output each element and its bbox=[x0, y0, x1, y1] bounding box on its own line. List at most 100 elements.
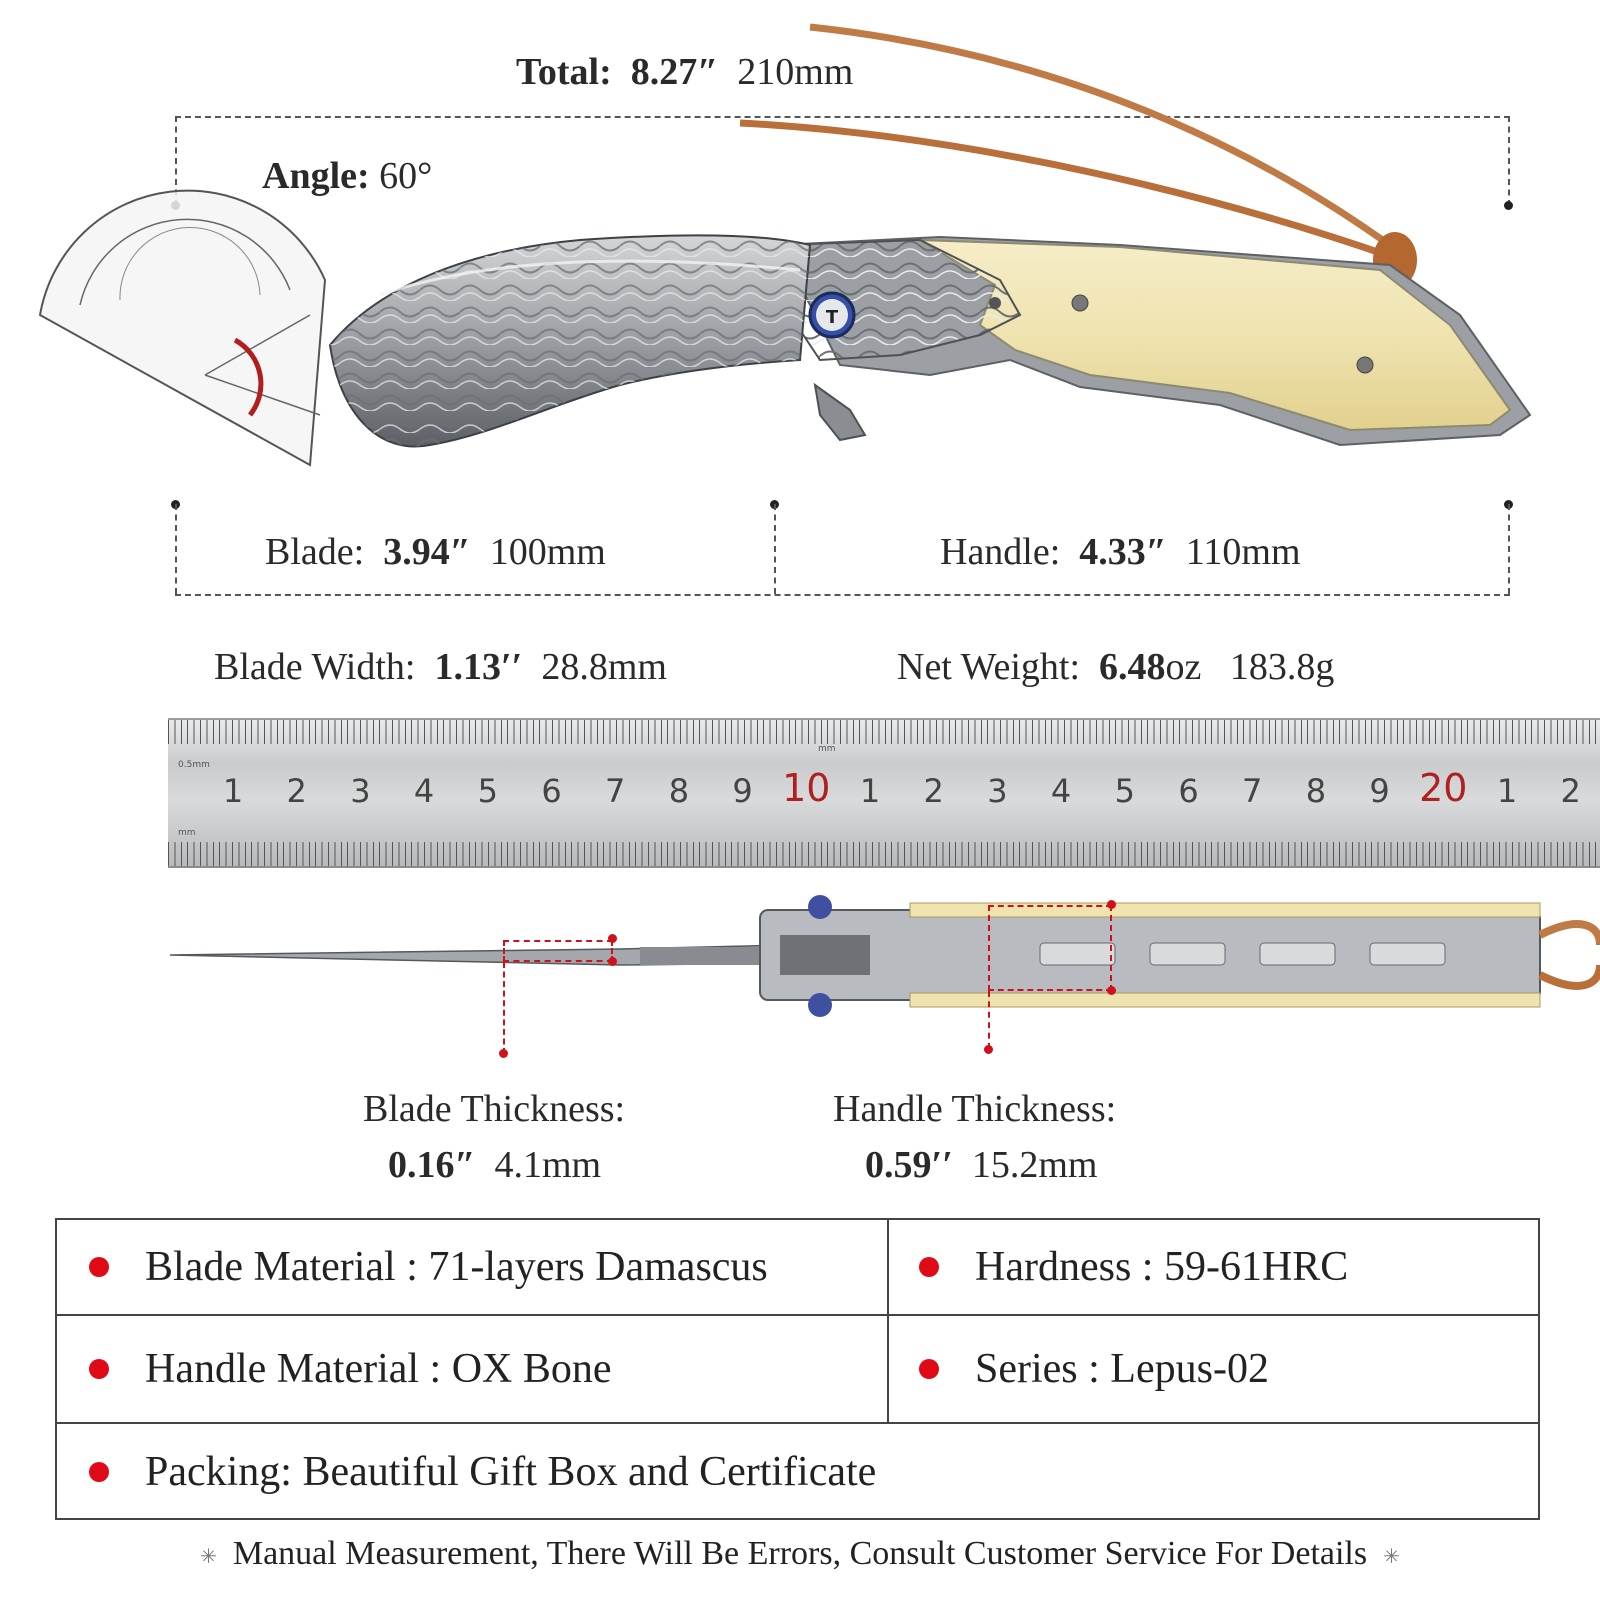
blade-material-text: Blade Material : 71-layers Damascus bbox=[145, 1244, 768, 1290]
handle-thickness-dot-end bbox=[984, 1045, 993, 1054]
footer-text: Manual Measurement, There Will Be Errors… bbox=[232, 1535, 1368, 1572]
blade-thickness-box bbox=[503, 940, 613, 962]
footer-note: ✳ Manual Measurement, There Will Be Error… bbox=[0, 1535, 1600, 1573]
blade-thickness-leader bbox=[503, 962, 505, 1054]
blade-left-tick bbox=[175, 504, 177, 594]
handle-label: Handle: bbox=[940, 531, 1061, 573]
blade-thickness-inch: 0.16″ bbox=[388, 1144, 476, 1186]
bullet-icon bbox=[89, 1257, 109, 1277]
ruler-number: 7 bbox=[605, 772, 626, 810]
ruler-number: 2 bbox=[286, 772, 307, 810]
spec-cell-hardness: Hardness : 59-61HRC bbox=[887, 1220, 1538, 1314]
angle-spec: Angle: 60° bbox=[262, 154, 432, 198]
ruler-number: 1 bbox=[859, 772, 881, 810]
ruler-number: 3 bbox=[350, 772, 371, 810]
spec-cell-blade-material: Blade Material : 71-layers Damascus bbox=[57, 1220, 887, 1314]
knife-top-view bbox=[169, 895, 1600, 1017]
bullet-icon bbox=[919, 1257, 939, 1277]
ruler-number: 1 bbox=[1496, 772, 1518, 810]
blade-mm: 100mm bbox=[489, 531, 606, 573]
blade-label: Blade: bbox=[265, 531, 365, 573]
angle-label: Angle: bbox=[262, 155, 370, 197]
total-left-tick bbox=[175, 116, 177, 206]
ruler-ticks-top bbox=[168, 720, 1600, 760]
total-label: Total: bbox=[516, 51, 612, 93]
blade-thickness-mm: 4.1mm bbox=[494, 1144, 602, 1186]
ruler-unit-top: 0.5mm bbox=[178, 760, 210, 770]
blade-thickness-dot-bottom bbox=[608, 957, 617, 966]
ruler-number: 6 bbox=[1178, 772, 1199, 810]
handle-mm: 110mm bbox=[1185, 531, 1301, 573]
blade-thickness-dot-end bbox=[499, 1049, 508, 1058]
series-text: Series : Lepus-02 bbox=[975, 1346, 1269, 1392]
blade-handle-dimension-line bbox=[175, 594, 1510, 596]
star-icon: ✳ bbox=[200, 1545, 217, 1568]
ruler-number: 4 bbox=[413, 772, 435, 810]
handle-thickness-dot-top bbox=[1107, 900, 1116, 909]
blade-width-inch: 1.13′′ bbox=[434, 646, 523, 688]
ruler-number: 2 bbox=[923, 772, 944, 810]
angle-value: 60° bbox=[379, 155, 433, 197]
ruler-number: 8 bbox=[668, 772, 690, 810]
ruler-number: 2 bbox=[1560, 772, 1581, 810]
handle-thickness-mm: 15.2mm bbox=[971, 1144, 1098, 1186]
handle-thickness-values: 0.59′′ 15.2mm bbox=[865, 1143, 1098, 1187]
handle-thickness-inch: 0.59′′ bbox=[865, 1144, 953, 1186]
total-inch: 8.27″ bbox=[630, 51, 719, 93]
handle-material-text: Handle Material : OX Bone bbox=[145, 1346, 612, 1392]
total-right-tick bbox=[1508, 116, 1510, 206]
star-icon: ✳ bbox=[1383, 1545, 1400, 1568]
bullet-icon bbox=[89, 1359, 109, 1379]
spec-row-2: Handle Material : OX Bone Series : Lepus… bbox=[57, 1316, 1538, 1424]
net-weight-grams: 183.8g bbox=[1229, 646, 1335, 688]
blade-thickness-values: 0.16″ 4.1mm bbox=[388, 1143, 601, 1187]
spec-cell-handle-material: Handle Material : OX Bone bbox=[57, 1316, 887, 1422]
ruler-number: 7 bbox=[1242, 772, 1263, 810]
blade-width: Blade Width: 1.13′′ 28.8mm bbox=[214, 645, 667, 689]
handle-right-tick bbox=[1508, 504, 1510, 594]
hardness-text: Hardness : 59-61HRC bbox=[975, 1244, 1349, 1290]
ruler-number: 10 bbox=[782, 766, 831, 810]
ruler-number: 5 bbox=[1114, 772, 1135, 810]
ruler-number: 5 bbox=[477, 772, 498, 810]
handle-thickness-box bbox=[988, 905, 1112, 991]
ruler-number: 8 bbox=[1305, 772, 1327, 810]
handle-length: Handle: 4.33″ 110mm bbox=[940, 530, 1301, 574]
ruler-number: 9 bbox=[732, 772, 753, 810]
ruler-unit-bottom: mm bbox=[178, 828, 196, 838]
packing-text: Packing: Beautiful Gift Box and Certific… bbox=[145, 1449, 877, 1495]
blade-width-label: Blade Width: bbox=[214, 646, 416, 688]
ruler-number: 6 bbox=[541, 772, 562, 810]
blade-width-mm: 28.8mm bbox=[541, 646, 667, 688]
brand-logo-icon: T bbox=[826, 307, 839, 328]
spec-row-3: Packing: Beautiful Gift Box and Certific… bbox=[57, 1424, 1538, 1520]
handle-thickness-dot-bottom bbox=[1107, 986, 1116, 995]
blade-thickness-dot-top bbox=[608, 934, 617, 943]
total-length: Total: 8.27″ 210mm bbox=[516, 50, 853, 94]
ruler-number: 1 bbox=[222, 772, 244, 810]
protractor-icon bbox=[38, 189, 327, 467]
blade-inch: 3.94″ bbox=[383, 531, 471, 573]
spec-cell-packing: Packing: Beautiful Gift Box and Certific… bbox=[57, 1424, 1538, 1520]
spec-cell-series: Series : Lepus-02 bbox=[887, 1316, 1538, 1422]
net-weight-unit: oz bbox=[1165, 646, 1202, 688]
ruler-number: 4 bbox=[1050, 772, 1072, 810]
ruler-unit-mid: mm bbox=[818, 744, 836, 754]
spec-row-1: Blade Material : 71-layers Damascus Hard… bbox=[57, 1220, 1538, 1316]
knife-side-view: T bbox=[38, 23, 1532, 467]
total-dimension-line bbox=[175, 116, 1510, 118]
handle-thickness-label: Handle Thickness: bbox=[833, 1088, 1117, 1130]
net-weight-value: 6.48 bbox=[1099, 646, 1166, 688]
handle-inch: 4.33″ bbox=[1079, 531, 1167, 573]
net-weight: Net Weight: 6.48oz 183.8g bbox=[897, 645, 1334, 689]
bullet-icon bbox=[919, 1359, 939, 1379]
mid-tick bbox=[774, 504, 776, 594]
total-mm: 210mm bbox=[737, 51, 854, 93]
bullet-icon bbox=[89, 1462, 109, 1482]
net-weight-label: Net Weight: bbox=[897, 646, 1081, 688]
ruler-ticks-bottom bbox=[168, 826, 1600, 866]
table-divider bbox=[887, 1220, 889, 1424]
handle-thickness-leader bbox=[988, 991, 990, 1049]
blade-length: Blade: 3.94″ 100mm bbox=[265, 530, 606, 574]
